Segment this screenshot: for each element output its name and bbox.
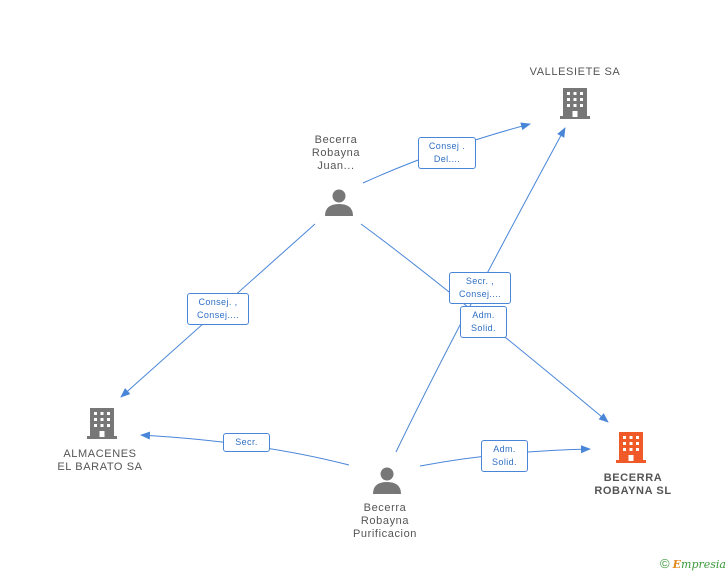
almacenes-building-icon[interactable] <box>87 408 117 439</box>
edge-label-juan-almacenes: Consej. , Consej.... <box>187 293 249 325</box>
brand-initial: E <box>672 558 682 571</box>
edge-label-pur-almacenes: Secr. <box>223 433 270 452</box>
edge-label-pur-becerra: Adm. Solid. <box>481 440 528 472</box>
edge-label-juan-becerra: Secr. , Consej.... <box>449 272 511 304</box>
footer-brand: ©Empresia <box>660 556 726 571</box>
vallesiete-label[interactable]: VALLESIETE SA <box>529 66 621 78</box>
edge-label-pur-vallesiete: Adm. Solid. <box>460 306 507 338</box>
purificacion-label[interactable]: Becerra Robayna Purificacion <box>352 502 418 540</box>
almacenes-label[interactable]: ALMACENES EL BARATO SA <box>57 448 143 473</box>
juan-label[interactable]: Becerra Robayna Juan... <box>311 134 361 172</box>
copyright-icon: © <box>660 556 670 571</box>
vallesiete-building-icon[interactable] <box>560 88 590 119</box>
purificacion-person-icon[interactable] <box>373 467 401 495</box>
becerra-sl-building-icon[interactable] <box>616 432 646 463</box>
becerra-sl-label[interactable]: BECERRA ROBAYNA SL <box>594 472 672 497</box>
edge-label-juan-vallesiete: Consej . Del.... <box>418 137 476 169</box>
juan-person-icon[interactable] <box>325 189 353 217</box>
brand-name: mpresia <box>681 558 726 571</box>
